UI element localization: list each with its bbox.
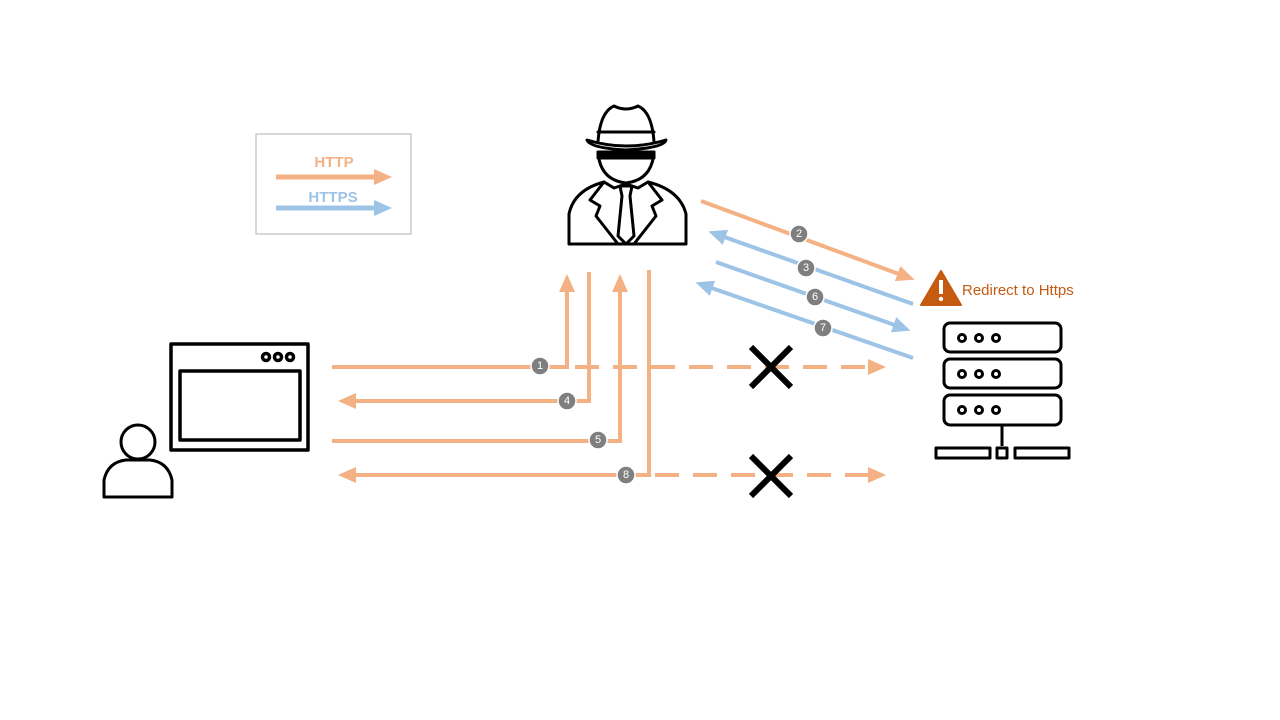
- legend: HTTP HTTPS: [255, 133, 412, 235]
- step-badge-4: 4: [557, 391, 577, 411]
- step-badge-2: 2: [789, 224, 809, 244]
- flow-step-4: [338, 272, 591, 409]
- svg-text:7: 7: [820, 322, 826, 334]
- cross-icon: [748, 344, 794, 390]
- svg-text:1: 1: [537, 360, 543, 372]
- legend-http-label: HTTP: [314, 154, 353, 171]
- step-badge-3: 3: [796, 258, 816, 278]
- svg-text:4: 4: [564, 395, 570, 407]
- server-rack-icon: [934, 321, 1071, 460]
- step-badge-6: 6: [805, 287, 825, 307]
- http-flows: [332, 199, 915, 483]
- svg-text:5: 5: [595, 434, 601, 446]
- flow-step-1: [332, 274, 575, 369]
- step-badge-8: 8: [616, 465, 636, 485]
- svg-text:2: 2: [796, 228, 802, 240]
- step-badge-7: 7: [813, 318, 833, 338]
- hacker-icon: [567, 104, 688, 246]
- svg-text:6: 6: [812, 291, 818, 303]
- blocked-flows: [575, 359, 886, 483]
- warning-icon: [920, 270, 962, 306]
- redirect-note: Redirect to Https: [962, 282, 1074, 299]
- svg-text:8: 8: [623, 469, 629, 481]
- legend-box: [255, 133, 412, 235]
- flow-step-8: [338, 270, 651, 483]
- legend-https-label: HTTPS: [308, 189, 357, 206]
- browser-window-icon: [169, 342, 310, 452]
- flow-step-5: [332, 274, 628, 443]
- step-badge-1: 1: [530, 356, 550, 376]
- flow-step-7: [695, 280, 914, 360]
- step-badge-5: 5: [588, 430, 608, 450]
- cross-icon: [748, 453, 794, 499]
- user-icon: [102, 423, 174, 499]
- svg-text:3: 3: [803, 262, 809, 274]
